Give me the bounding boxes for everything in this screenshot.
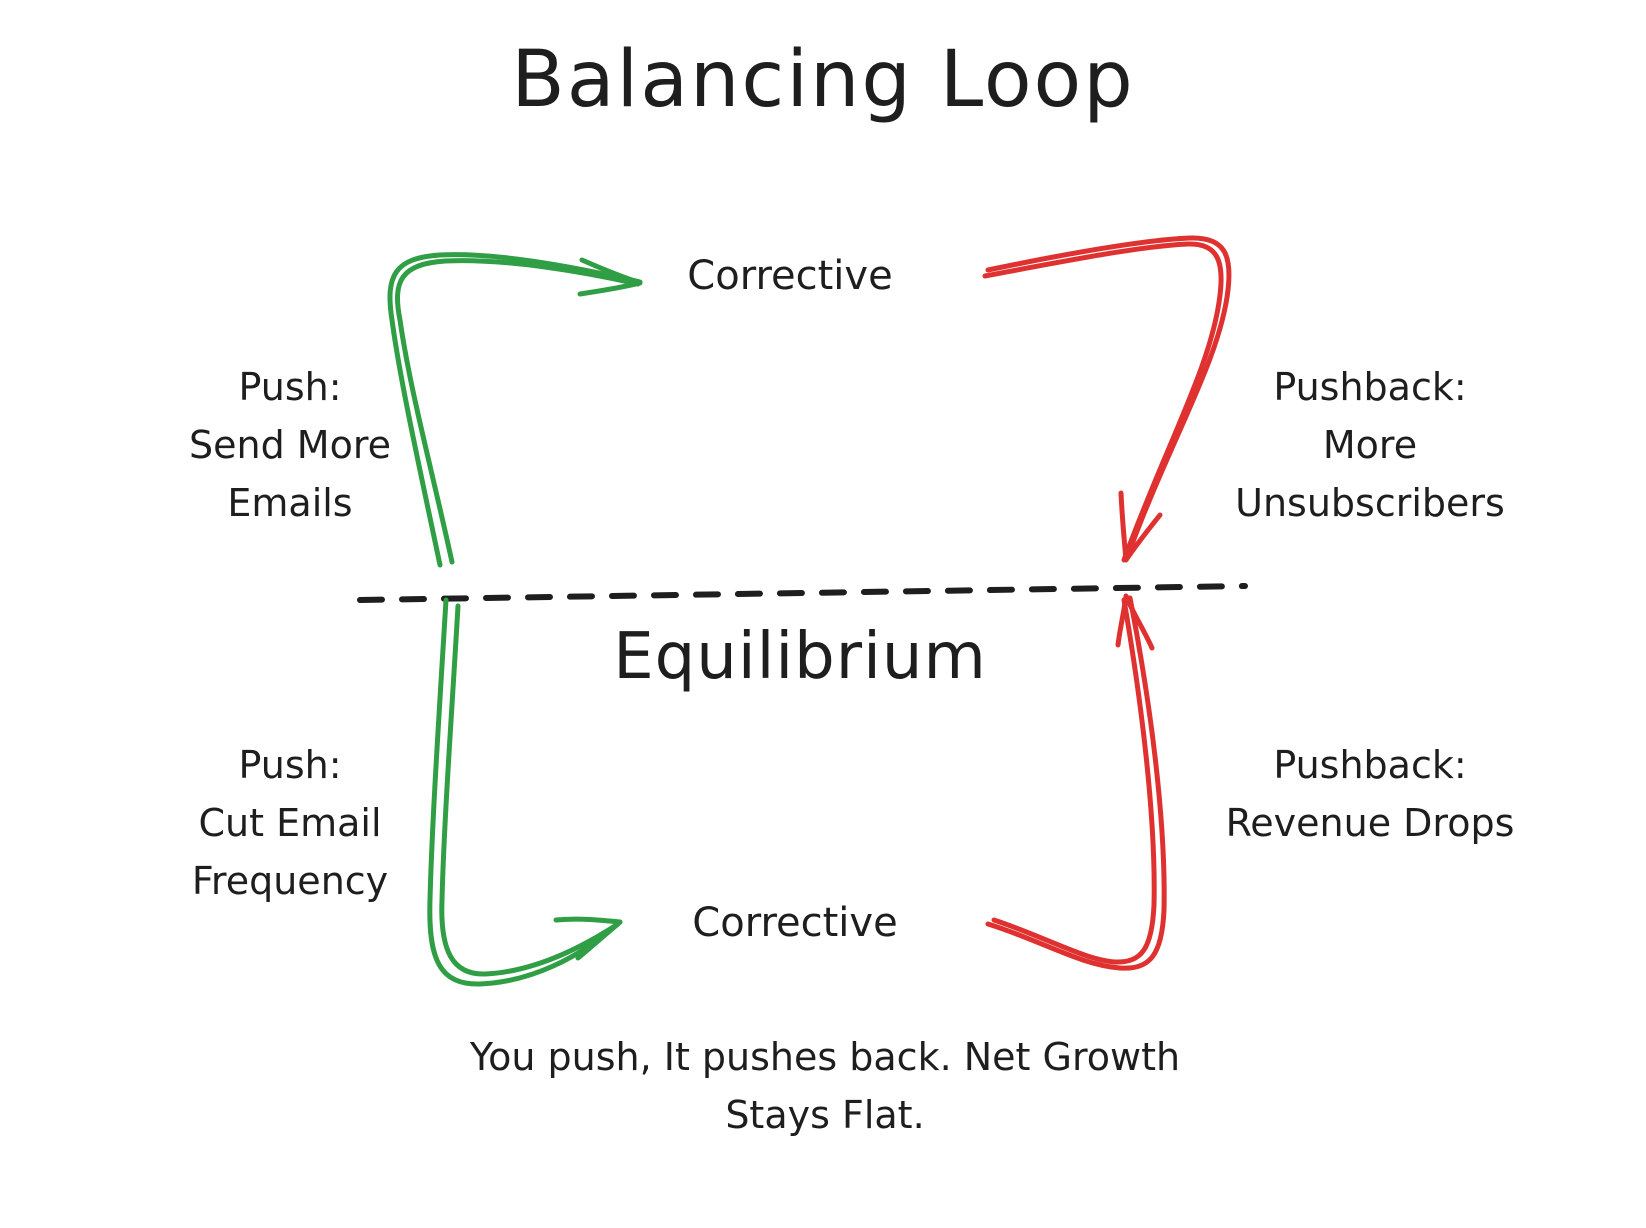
push-arrow-top: [387, 252, 643, 568]
equilibrium-dashed-line: [357, 583, 1248, 603]
equilibrium-label: Equilibrium: [613, 620, 987, 694]
push-label-send-more-emails: Push: Send More Emails: [189, 365, 391, 525]
pushback-label-more-unsubscribers: Pushback: More Unsubscribers: [1235, 365, 1505, 525]
corrective-node-bottom: Corrective: [692, 900, 898, 946]
diagram-title: Balancing Loop: [511, 35, 1135, 125]
diagram-caption: You push, It pushes back. Net Growth Sta…: [469, 1035, 1181, 1137]
pushback-arrow-bottom: [985, 593, 1167, 971]
pushback-arrow-top: [982, 235, 1232, 563]
push-arrow-bottom: [427, 597, 623, 987]
corrective-node-top: Corrective: [687, 253, 893, 299]
pushback-label-revenue-drops: Pushback: Revenue Drops: [1225, 743, 1515, 845]
push-label-cut-email-frequency: Push: Cut Email Frequency: [191, 743, 389, 903]
